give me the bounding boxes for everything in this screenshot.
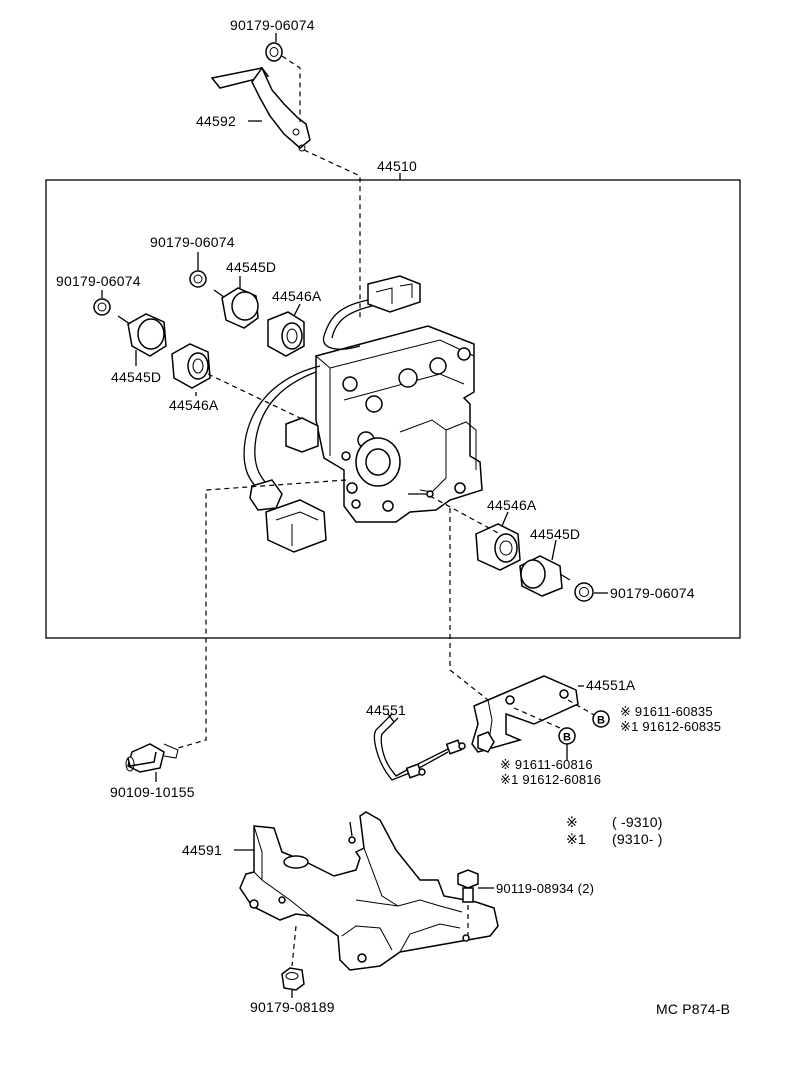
top-connector-shape — [322, 275, 421, 350]
label-sensor: 90109-10155 — [110, 784, 195, 800]
label-bolt-91612-60816: ※1 91612-60816 — [500, 772, 602, 787]
dash-bracket-right — [449, 508, 489, 701]
label-solenoid-upper: 44545D — [226, 259, 277, 275]
bolt-bottom-shape — [457, 869, 479, 903]
actuator-body-shape — [315, 325, 483, 523]
label-nut-top: 90179-06074 — [230, 17, 315, 33]
label-coil-left: 44546A — [169, 397, 219, 413]
pipe-44551-shape — [373, 713, 466, 781]
coil-left-shape — [171, 343, 211, 389]
solenoid-left-shape — [117, 313, 167, 357]
svg-text:B: B — [597, 715, 605, 727]
dash-nut-top — [281, 55, 301, 122]
bracket-44551A-shape — [471, 675, 579, 753]
footer-code: MC P874-B — [656, 1001, 731, 1017]
label-bolt-bottom: 90119-08934 (2) — [496, 881, 595, 896]
legend-row2-range: (9310- ) — [612, 831, 663, 847]
label-solenoid-right: 44545D — [530, 526, 581, 542]
label-coil-upper: 44546A — [272, 288, 322, 304]
nut-bottom-shape — [281, 967, 305, 991]
solenoid-right-shape — [519, 555, 571, 597]
dash-sensor — [177, 479, 347, 749]
sensor-shape — [125, 743, 179, 773]
dash-nut-bottom — [291, 925, 297, 967]
coil-right-shape — [475, 523, 521, 571]
b-marker-upper: B — [592, 710, 610, 728]
label-nut-left: 90179-06074 — [56, 273, 141, 289]
legend-row1-range: ( -9310) — [612, 814, 663, 830]
b-marker-lower: B — [558, 727, 576, 745]
label-bracket-44551A: 44551A — [586, 677, 636, 693]
dash-bracket-top — [303, 149, 361, 320]
dash-right-coil — [429, 495, 501, 535]
label-solenoid-left: 44545D — [111, 369, 162, 385]
bracket-44591-shape — [239, 811, 499, 971]
label-assembly-44510: 44510 — [377, 158, 417, 174]
nut-left-upper-shape — [189, 270, 207, 288]
label-pipe-44551: 44551 — [366, 702, 406, 718]
label-nut-right: 90179-06074 — [610, 585, 695, 601]
nut-right-shape — [574, 582, 594, 602]
label-nut-left-upper: 90179-06074 — [150, 234, 235, 250]
bracket-44592-shape — [210, 66, 311, 152]
label-nut-bottom: 90179-08189 — [250, 999, 335, 1015]
nut-left-shape — [93, 298, 111, 316]
legend-row1-mark: ※ — [566, 814, 578, 830]
coil-upper-shape — [267, 311, 305, 357]
label-coil-right: 44546A — [487, 497, 537, 513]
wire-harness-shape — [243, 365, 327, 553]
label-bolt-91611-60816: ※ 91611-60816 — [500, 757, 593, 772]
label-bolt-91612-60835: ※1 91612-60835 — [620, 719, 722, 734]
label-bracket-44592: 44592 — [196, 113, 236, 129]
svg-text:B: B — [563, 732, 571, 744]
nut-top-shape — [265, 42, 283, 62]
assembly-frame — [45, 179, 741, 639]
label-bracket-44591: 44591 — [182, 842, 222, 858]
dash-bolt-b-upper — [567, 699, 597, 717]
solenoid-upper-shape — [213, 287, 259, 329]
legend-row2-mark: ※1 — [566, 831, 586, 847]
label-bolt-91611-60835: ※ 91611-60835 — [620, 704, 713, 719]
